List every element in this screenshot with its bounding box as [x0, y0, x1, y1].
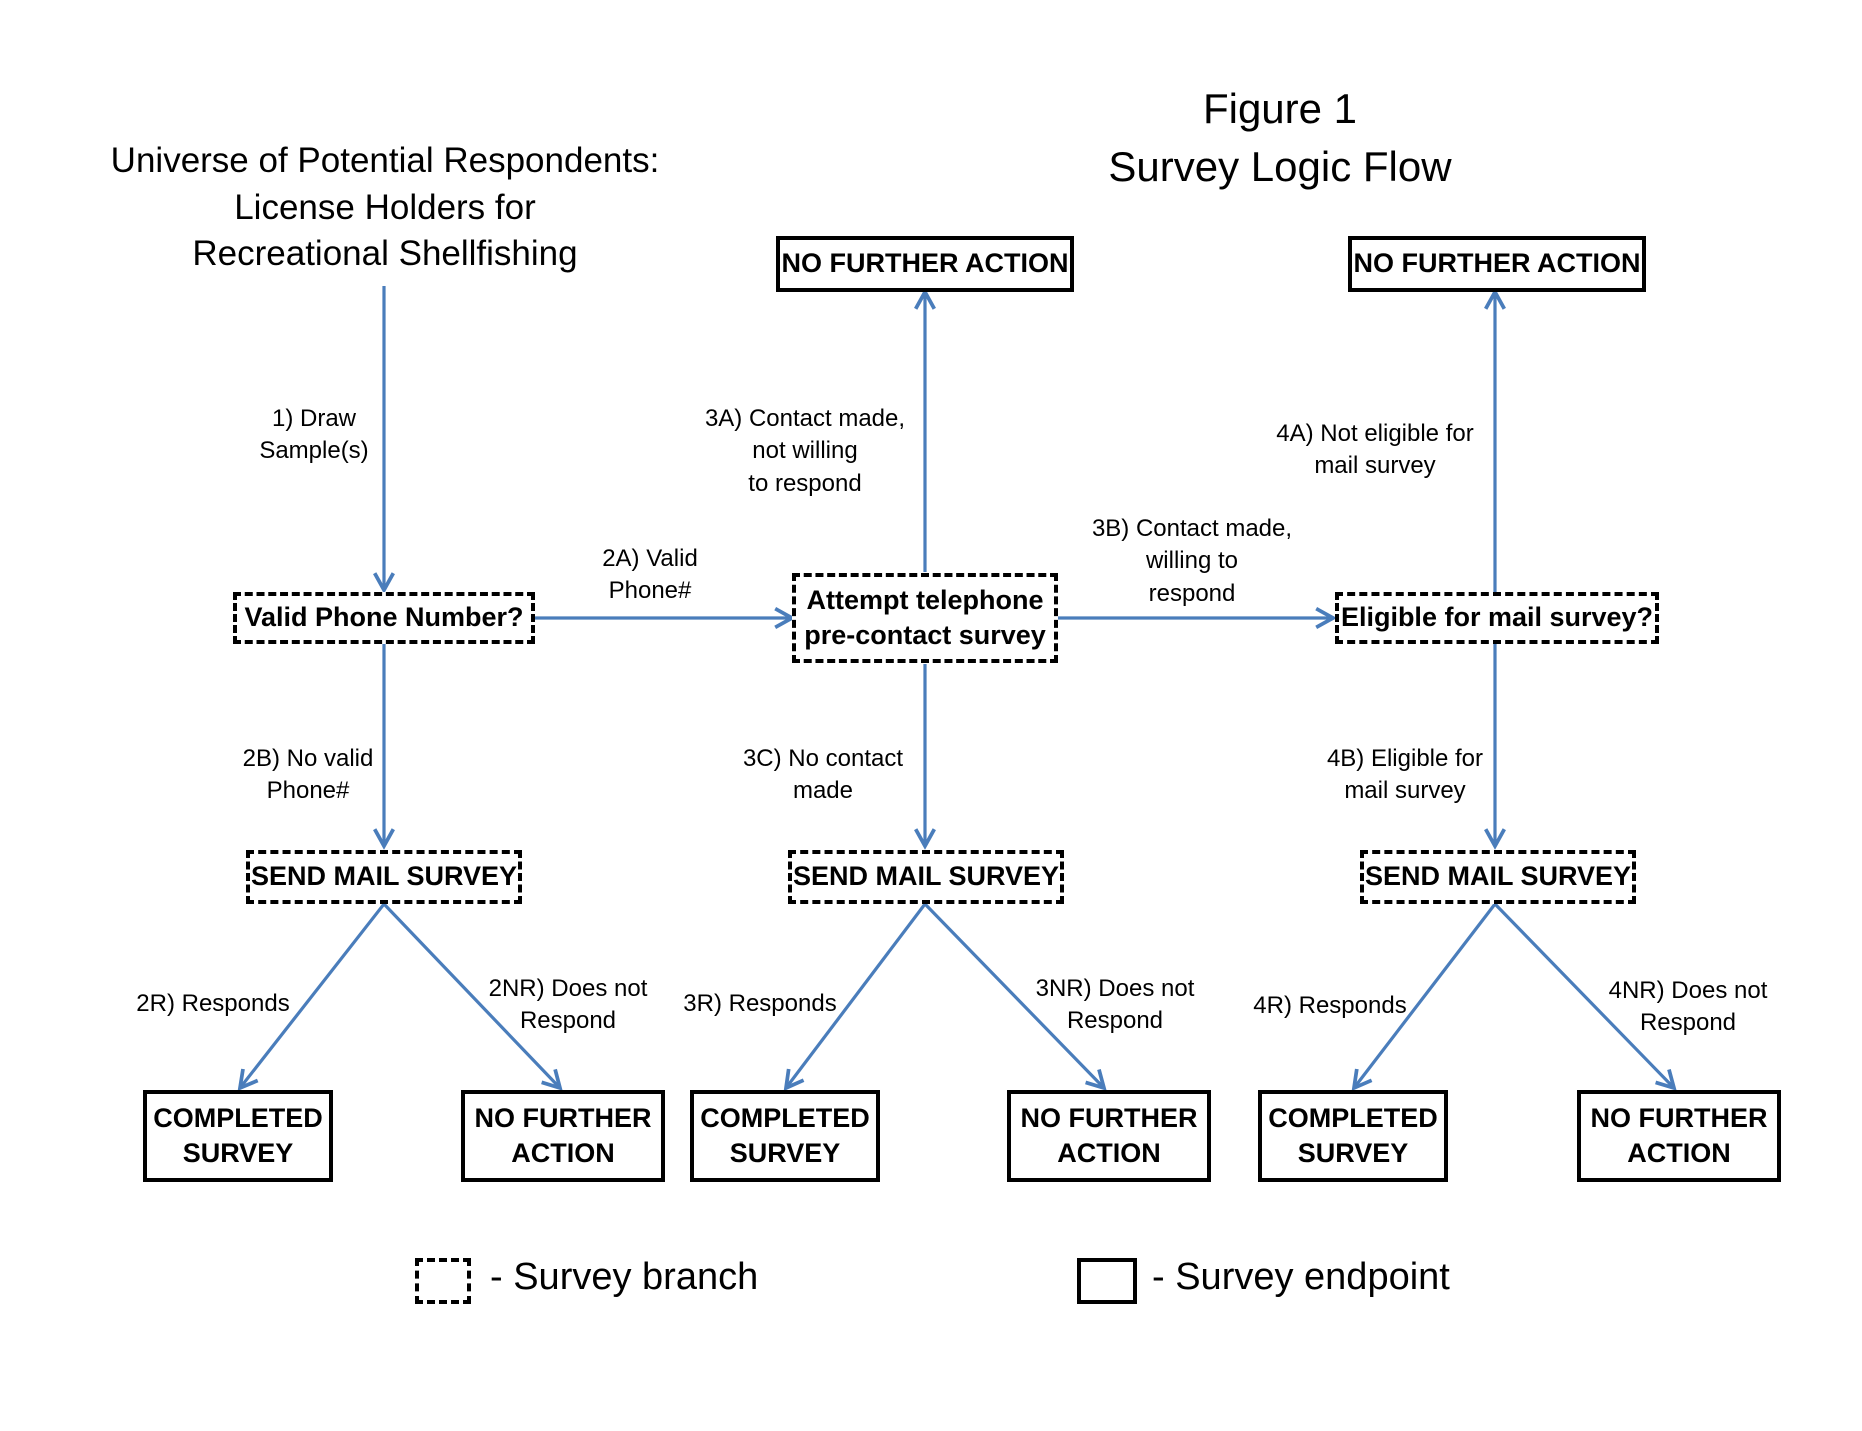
- node-no-further-action-mid: NO FURTHER ACTION: [1007, 1090, 1211, 1182]
- node-completed-survey-mid: COMPLETED SURVEY: [690, 1090, 880, 1182]
- node-send-mail-survey-mid: SEND MAIL SURVEY: [788, 850, 1064, 904]
- arrow-2r: [240, 903, 386, 1088]
- figure-title: Survey Logic Flow: [1108, 143, 1452, 190]
- arrow-2nr: [382, 902, 560, 1088]
- node-no-further-action-right: NO FURTHER ACTION: [1577, 1090, 1781, 1182]
- edge-label-4b-eligible: 4B) Eligible for mail survey: [1326, 745, 1484, 805]
- universe-description: Universe of Potential Respondents: Licen…: [110, 141, 660, 274]
- node-no-further-action-left: NO FURTHER ACTION: [461, 1090, 665, 1182]
- edge-label-4a-not-eligible: 4A) Not eligible for mail survey: [1276, 420, 1474, 480]
- arrow-3nr: [923, 902, 1104, 1088]
- edge-label-1-draw-sample: 1) Draw Sample(s): [259, 405, 369, 465]
- legend-survey-branch: - Survey branch: [490, 1256, 759, 1298]
- node-completed-survey-right: COMPLETED SURVEY: [1258, 1090, 1448, 1182]
- node-eligible-for-mail-survey: Eligible for mail survey?: [1335, 592, 1659, 644]
- node-send-mail-survey-left: SEND MAIL SURVEY: [246, 850, 522, 904]
- edge-label-2r-responds: 2R) Responds: [136, 990, 290, 1017]
- arrow-4r: [1354, 903, 1497, 1088]
- edge-label-4r-responds: 4R) Responds: [1253, 992, 1407, 1019]
- node-attempt-telephone-survey: Attempt telephone pre-contact survey: [792, 573, 1058, 663]
- edge-label-3c-no-contact: 3C) No contact made: [742, 745, 904, 805]
- node-no-further-action-top-right: NO FURTHER ACTION: [1348, 236, 1646, 292]
- edge-label-3r-responds: 3R) Responds: [683, 990, 837, 1017]
- legend-solid-swatch: [1077, 1258, 1137, 1304]
- node-send-mail-survey-right: SEND MAIL SURVEY: [1360, 850, 1636, 904]
- edge-label-2b-no-valid-phone: 2B) No valid Phone#: [242, 745, 374, 805]
- node-valid-phone-number: Valid Phone Number?: [233, 592, 535, 644]
- figure-label: Figure 1: [1202, 85, 1358, 132]
- edge-label-2a-valid-phone: 2A) Valid Phone#: [602, 545, 698, 605]
- edge-label-3a-not-willing: 3A) Contact made, not willing to respond: [704, 405, 906, 497]
- edge-label-2nr-does-not-respond: 2NR) Does not Respond: [488, 975, 648, 1035]
- legend-survey-endpoint: - Survey endpoint: [1152, 1256, 1450, 1298]
- arrow-4nr: [1493, 902, 1674, 1088]
- edge-label-3b-willing: 3B) Contact made, willing to respond: [1091, 515, 1293, 607]
- legend-dashed-swatch: [415, 1258, 471, 1304]
- edge-label-4nr-does-not-respond: 4NR) Does not Respond: [1608, 977, 1768, 1037]
- node-no-further-action-top-mid: NO FURTHER ACTION: [776, 236, 1074, 292]
- node-completed-survey-left: COMPLETED SURVEY: [143, 1090, 333, 1182]
- arrow-3r: [786, 903, 927, 1088]
- edge-label-3nr-does-not-respond: 3NR) Does not Respond: [1035, 975, 1195, 1035]
